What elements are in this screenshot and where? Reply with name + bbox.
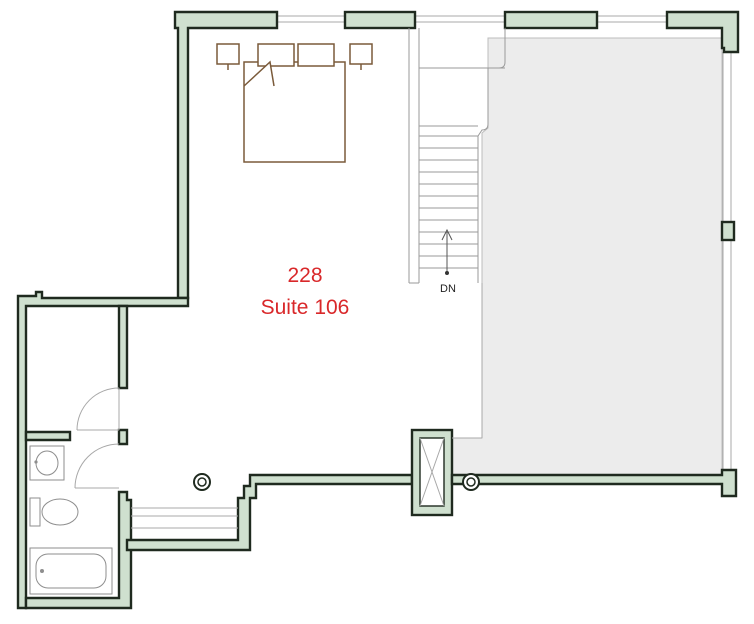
top-windows xyxy=(277,15,667,23)
wall-south-right xyxy=(450,468,738,498)
right-window xyxy=(722,52,732,490)
wall-closet xyxy=(125,473,414,552)
wall-bath-right xyxy=(24,490,133,610)
wall-left-outer xyxy=(16,290,190,610)
room-number: 228 xyxy=(287,264,323,287)
wall-bath-partition-2 xyxy=(117,428,129,446)
staircase xyxy=(408,28,506,284)
wall-bath-horizontal xyxy=(24,430,72,442)
wall-right-mullion xyxy=(720,220,736,242)
room-name: Suite 106 xyxy=(260,296,350,319)
round-column-2 xyxy=(462,473,480,491)
sink xyxy=(29,445,65,481)
stair-direction-arrow xyxy=(441,228,453,275)
toilet xyxy=(29,497,79,527)
closet-rod xyxy=(131,507,238,529)
bathtub xyxy=(29,547,113,595)
bed xyxy=(243,43,346,163)
wall-top-pier-1 xyxy=(343,10,417,30)
stair-direction-label: DN xyxy=(440,283,456,295)
round-column-1 xyxy=(193,473,211,491)
bathroom-door xyxy=(76,387,120,431)
nightstand-right xyxy=(349,43,373,70)
wall-top-pier-2 xyxy=(503,10,599,30)
closet-door xyxy=(74,443,120,489)
wall-bath-partition xyxy=(117,304,129,390)
shaft-cross-2 xyxy=(419,437,445,507)
open-area xyxy=(451,37,723,476)
wall-top-right-corner xyxy=(665,10,740,54)
nightstand-left xyxy=(216,43,240,70)
